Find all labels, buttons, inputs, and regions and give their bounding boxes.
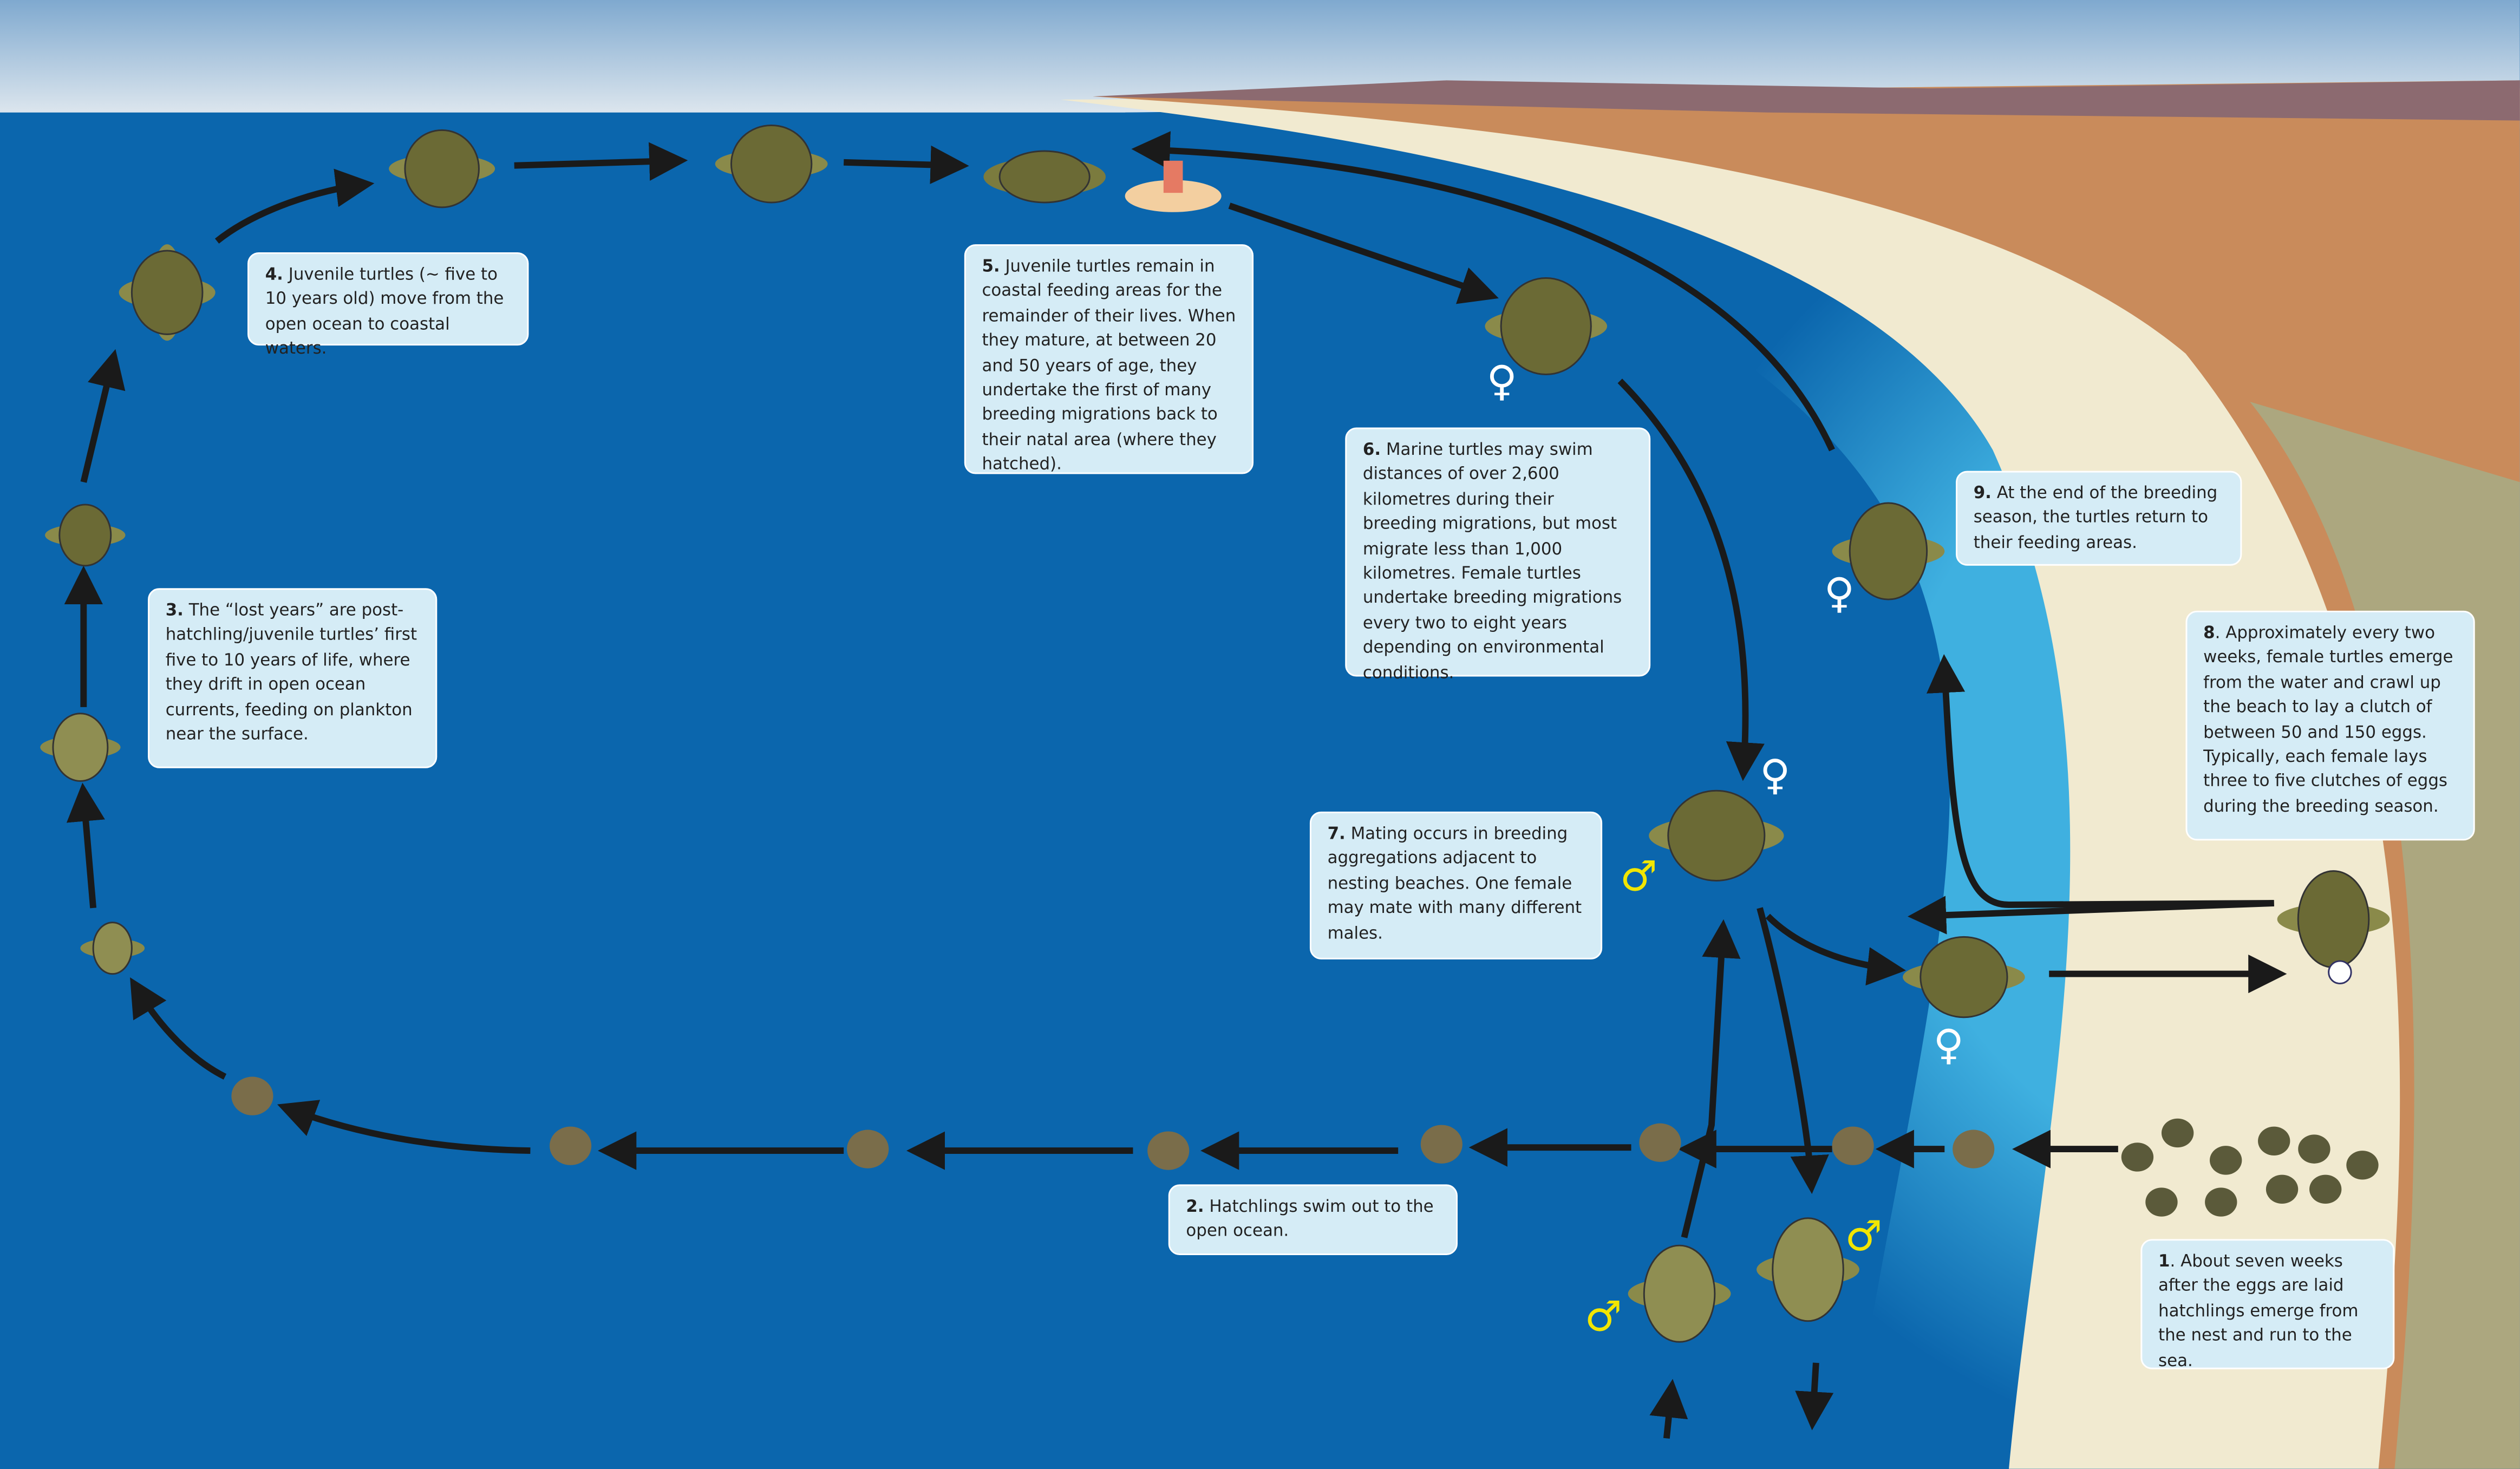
turtle-icon — [1832, 1126, 1874, 1165]
land — [1093, 80, 2520, 1469]
turtle-icon — [119, 244, 216, 341]
turtle-icon — [1649, 789, 1784, 882]
hills — [1093, 80, 2520, 121]
turtles — [40, 125, 2390, 1343]
turtle-icon — [1639, 1123, 1681, 1162]
female-symbol-icon: ♀ — [1933, 1022, 1964, 1070]
male-symbol-icon: ♂ — [1584, 1294, 1622, 1342]
nesting-turtle-icon — [2277, 870, 2390, 984]
hatchlings-icon — [2121, 1118, 2379, 1217]
turtle-icon — [389, 129, 495, 208]
female-symbol-icon: ♀ — [1759, 752, 1791, 801]
turtle-icon — [231, 1076, 273, 1115]
step-3-box: 3. The “lost years” are post-hatchling/j… — [148, 588, 438, 768]
step-5-box: 5. Juvenile turtles remain in coastal fe… — [964, 244, 1254, 474]
male-symbol-icon: ♂ — [1620, 853, 1657, 902]
turtle-icon — [1628, 1244, 1731, 1343]
step-1-box: 1. About seven weeks after the eggs are … — [2140, 1239, 2395, 1370]
step-9-box: 9. At the end of the breeding season, th… — [1956, 471, 2242, 566]
turtle-icon — [1832, 502, 1945, 600]
coral-icon — [1125, 160, 1222, 212]
beach — [1060, 88, 2520, 1469]
step-6-box: 6. Marine turtles may swim distances of … — [1345, 427, 1651, 682]
step-2-box: 2. Hatchlings swim out to the open ocean… — [1168, 1184, 1458, 1256]
step-7-box: 7. Mating occurs in breeding aggregation… — [1309, 811, 1603, 959]
turtle-icon — [1420, 1125, 1463, 1164]
turtle-icon — [550, 1126, 592, 1165]
turtle-icon — [1757, 1217, 1859, 1322]
female-symbol-icon: ♀ — [1486, 358, 1517, 407]
female-symbol-icon: ♀ — [1824, 570, 1855, 619]
turtle-icon — [80, 922, 145, 975]
turtle-icon — [847, 1130, 889, 1168]
turtle-icon — [1147, 1131, 1190, 1170]
step-8-box: 8. Approximately every two weeks, female… — [2185, 610, 2475, 841]
turtle-icon — [40, 713, 121, 782]
male-symbol-icon: ♂ — [1845, 1213, 1883, 1262]
step-4-box: 4. Juvenile turtles (~ five to 10 years … — [247, 252, 529, 359]
turtle-icon — [45, 504, 126, 567]
turtle-icon — [1485, 277, 1607, 376]
turtle-icon — [983, 150, 1106, 204]
turtle-icon — [1903, 936, 2025, 1018]
turtle-icon — [1953, 1130, 1995, 1168]
turtle-icon — [715, 125, 828, 204]
arrows — [64, 131, 2287, 1439]
